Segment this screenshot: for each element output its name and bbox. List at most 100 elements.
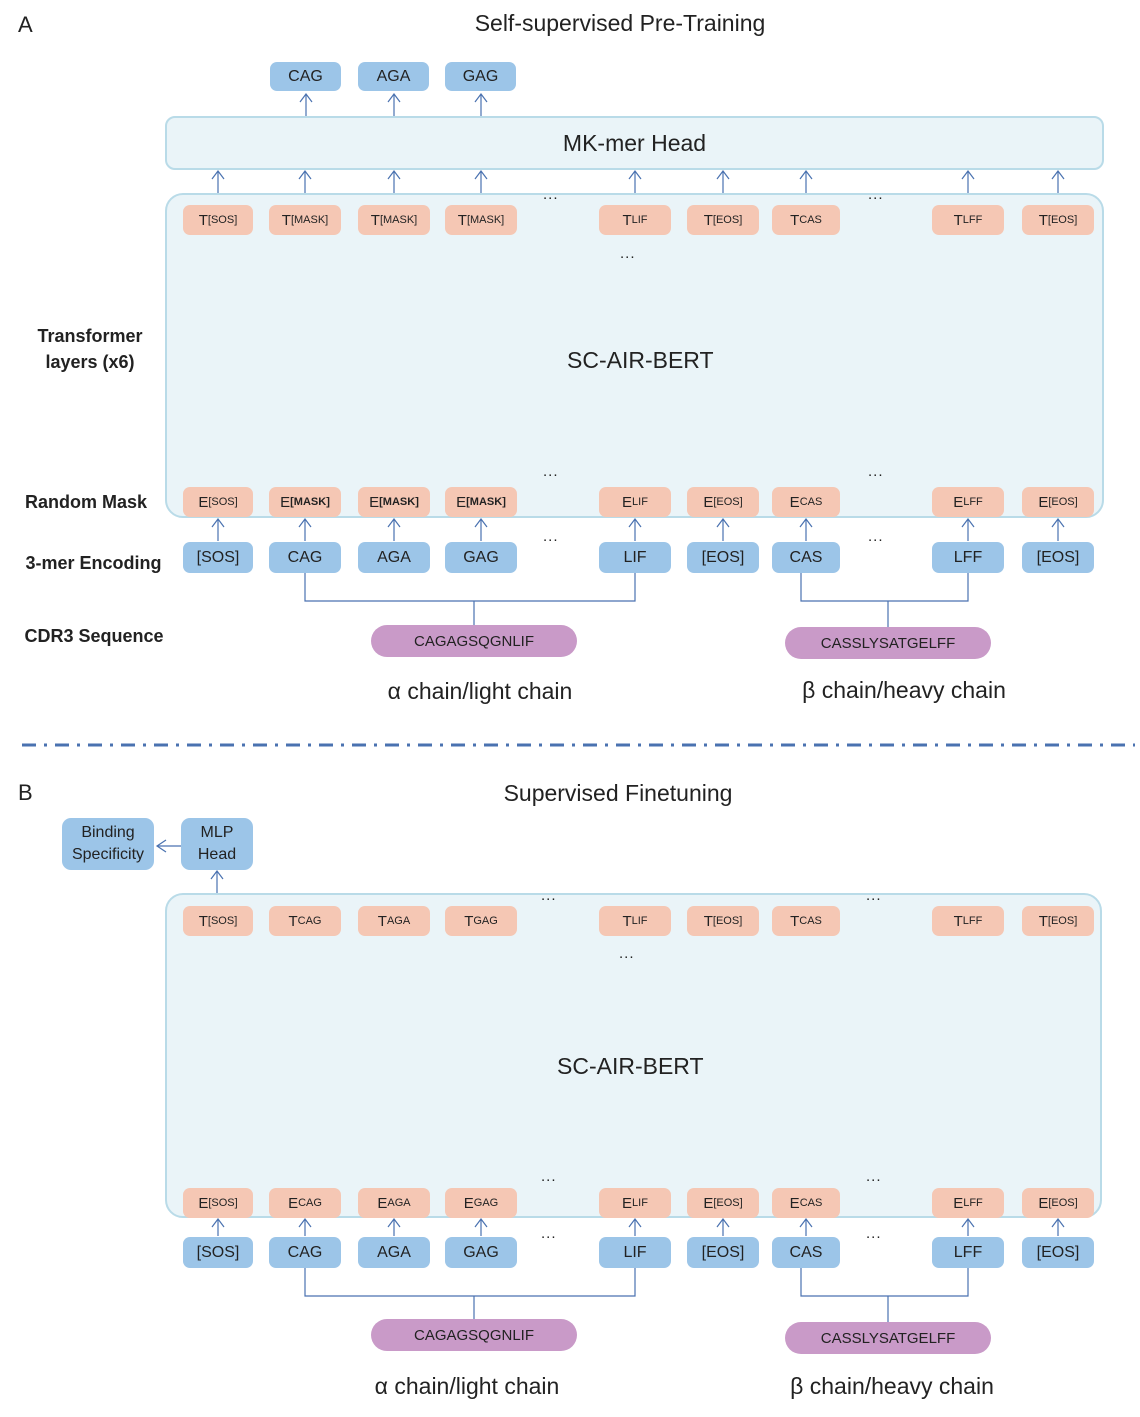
mkmer-head-box: MK-mer Head: [165, 116, 1104, 170]
embedding-subscript: [EOS]: [713, 1197, 743, 1209]
embedding-token: T[SOS]: [183, 906, 253, 936]
input-token: AGA: [358, 1237, 430, 1268]
embedding-subscript: [EOS]: [712, 214, 743, 226]
embedding-base: E: [953, 493, 964, 511]
embedding-base: T: [622, 211, 632, 229]
arrow-head: [628, 170, 642, 180]
embedding-subscript: LIF: [631, 214, 648, 226]
sc-air-bert-box-b: [165, 893, 1102, 1218]
ellipsis: ...: [866, 1168, 882, 1185]
ellipsis: ...: [543, 186, 559, 203]
embedding-base: T: [703, 912, 713, 930]
input-token: GAG: [445, 542, 517, 573]
mlp-head-label: MLP Head: [197, 824, 237, 863]
embedding-token: T[EOS]: [1022, 205, 1094, 235]
embedding-subscript: [EOS]: [713, 496, 743, 508]
transformer-layers-label: Transformer layers (x6): [37, 326, 143, 372]
embedding-subscript: LIF: [632, 1197, 648, 1209]
embedding-base: E: [377, 1194, 388, 1212]
arrow-head: [211, 170, 225, 180]
input-token: CAG: [269, 542, 341, 573]
embedding-subscript: GAG: [473, 915, 498, 927]
ellipsis: ...: [543, 463, 559, 480]
embedding-base: E: [198, 493, 209, 511]
embedding-base: T: [457, 211, 467, 229]
arrow-head: [716, 518, 730, 528]
ellipsis: ...: [541, 887, 557, 904]
embedding-base: E: [789, 1194, 800, 1212]
ellipsis: ...: [619, 945, 635, 962]
embedding-subscript: [MASK]: [290, 214, 329, 226]
arrow-head: [1051, 518, 1065, 528]
arrow-head: [474, 1218, 488, 1228]
embedding-subscript: [SOS]: [208, 1197, 238, 1209]
embedding-subscript: LFF: [963, 496, 983, 508]
cdr3-alpha-sequence: CAGAGSQGNLIF: [371, 625, 577, 657]
arrow-head: [387, 518, 401, 528]
embedding-base: T: [281, 211, 291, 229]
arrow-head: [211, 1218, 225, 1228]
cdr3-alpha-sequence: CAGAGSQGNLIF: [371, 1319, 577, 1351]
arrow-head: [474, 93, 488, 103]
beta-chain-label: β chain/heavy chain: [802, 677, 1006, 703]
panel-b-title: Supervised Finetuning: [503, 780, 733, 806]
embedding-token: E[EOS]: [1022, 487, 1094, 517]
embedding-subscript: LFF: [963, 1197, 983, 1209]
embedding-token: T[SOS]: [183, 205, 253, 235]
ellipsis: ...: [866, 1225, 882, 1242]
embedding-subscript: [EOS]: [1047, 214, 1078, 226]
embedding-base: T: [703, 211, 713, 229]
input-token: CAS: [772, 542, 840, 573]
embedding-token: E[EOS]: [687, 487, 759, 517]
arrow-head: [387, 1218, 401, 1228]
embedding-base: E: [622, 493, 633, 511]
embedding-base: T: [288, 912, 298, 930]
embedding-base: T: [953, 912, 963, 930]
embedding-subscript: [SOS]: [207, 915, 238, 927]
embedding-base: E: [703, 1194, 714, 1212]
embedding-token: E[SOS]: [183, 487, 253, 517]
embedding-subscript: CAS: [799, 496, 823, 508]
ellipsis: ...: [868, 463, 884, 480]
input-token: [SOS]: [183, 542, 253, 573]
embedding-base: E: [1038, 1194, 1049, 1212]
embedding-subscript: [MASK]: [379, 496, 419, 508]
ellipsis: ...: [868, 186, 884, 203]
panel-a-title: Self-supervised Pre-Training: [474, 10, 766, 36]
embedding-subscript: LFF: [962, 214, 983, 226]
input-token: CAG: [269, 1237, 341, 1268]
embedding-subscript: [EOS]: [712, 915, 743, 927]
cdr3-beta-sequence: CASSLYSATGELFF: [785, 1322, 991, 1354]
embedding-subscript: AGA: [386, 915, 411, 927]
embedding-base: E: [622, 1194, 633, 1212]
embedding-base: E: [280, 493, 291, 511]
embedding-subscript: [MASK]: [290, 496, 330, 508]
embedding-token: T[EOS]: [687, 906, 759, 936]
arrow-head: [961, 1218, 975, 1228]
embedding-base: E: [198, 1194, 209, 1212]
input-token: AGA: [358, 542, 430, 573]
input-token: [EOS]: [1022, 542, 1094, 573]
input-token: LIF: [599, 1237, 671, 1268]
cdr3-sequence-label: CDR3 Sequence: [24, 626, 164, 646]
embedding-subscript: LIF: [631, 915, 648, 927]
embedding-token: E[EOS]: [1022, 1188, 1094, 1218]
random-mask-label: Random Mask: [24, 492, 148, 512]
binding-specificity-box: Binding Specificity: [62, 818, 154, 870]
panel-b-letter: B: [18, 780, 33, 805]
embedding-base: T: [790, 211, 800, 229]
embedding-subscript: [EOS]: [1048, 1197, 1078, 1209]
embedding-subscript: AGA: [387, 1197, 411, 1209]
arrow-head: [961, 518, 975, 528]
